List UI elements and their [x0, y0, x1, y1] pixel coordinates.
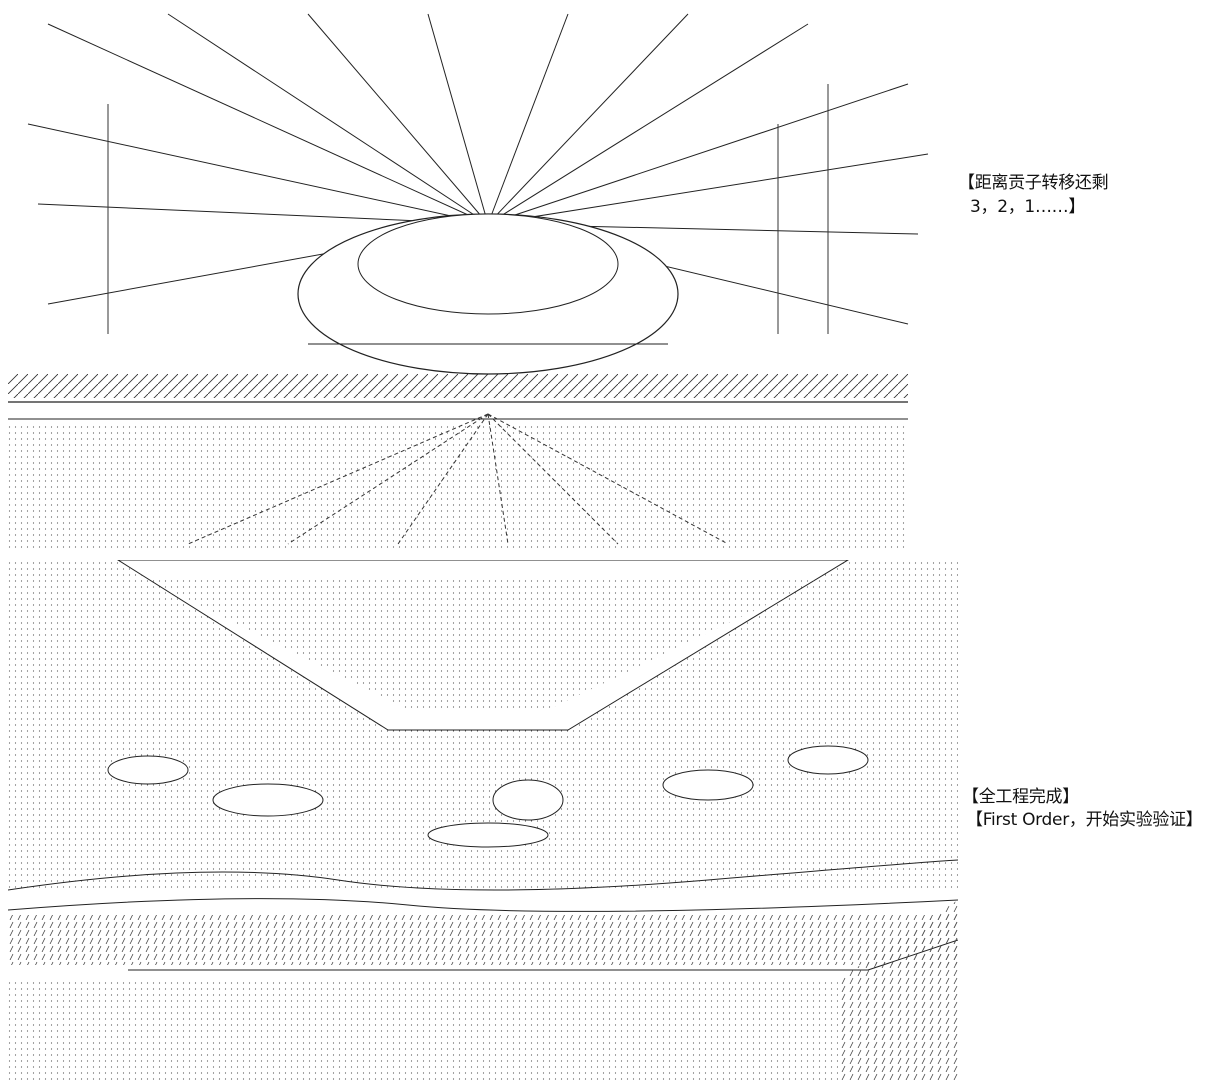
valley-landscape-icon — [8, 560, 958, 1080]
status-detail: 【First Order，开始实验验证】 — [966, 810, 1203, 830]
status-title: 【全工程完成】 — [962, 787, 1079, 807]
ascii-art-top-panel — [8, 4, 958, 548]
countdown-values: 3，2，1……】 — [970, 197, 1086, 217]
ascii-art-bottom-panel — [8, 560, 958, 1080]
countdown-title: 【距离贡子转移还剩 — [958, 173, 1109, 193]
sunrise-scene-icon — [8, 13, 929, 548]
